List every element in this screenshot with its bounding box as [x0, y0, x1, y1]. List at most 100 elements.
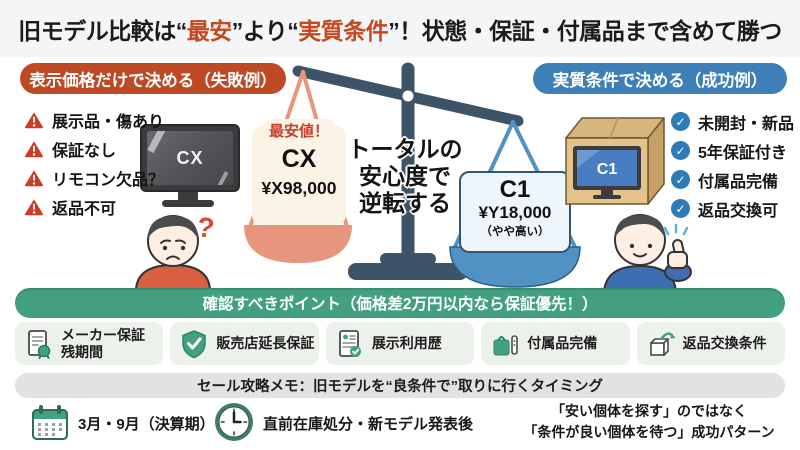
check-label: 返品交換可	[698, 202, 779, 220]
checkpoints-header: 確認すべきポイント（価格差2万円以内なら保証優先！）	[15, 288, 785, 318]
model-name: CX	[281, 145, 317, 173]
list-item: ✓ 5年保証付き	[671, 136, 794, 165]
point-card: 販売店延長保証	[170, 322, 319, 365]
title-text: 旧モデル比較は“	[18, 17, 187, 44]
check-icon: ✓	[671, 141, 690, 160]
person-hair	[615, 215, 665, 238]
success-check-list: ✓ 未開封・新品 ✓ 5年保証付き ✓ 付属品完備 ✓ 返品交換可	[671, 107, 794, 223]
point-card-label: 付属品完備	[527, 335, 597, 351]
label-line: 付属品完備	[527, 335, 598, 352]
check-label: 5年保証付き	[698, 144, 787, 162]
better-conditions-card: C1 ¥Y18,000 （やや高い）	[459, 171, 571, 253]
box-tape	[609, 117, 619, 139]
thumbs-up-icon	[667, 251, 688, 269]
list-item: 返品不可	[24, 192, 164, 221]
right-panel-header: 実質条件で決める（成功例）	[533, 63, 787, 94]
center-message-line: トータルの	[347, 136, 463, 162]
scale-base	[348, 263, 468, 280]
sale-memo-header: セール攻略メモ：旧モデルを“良条件で”取りに行くタイミング	[15, 373, 785, 398]
tv-illustration-cx: CX	[140, 124, 240, 192]
list-item: ✓ 返品交換可	[671, 194, 794, 223]
check-icon: ✓	[671, 199, 690, 218]
sad-person-illustration	[134, 215, 212, 289]
sad-mouth	[166, 255, 180, 260]
warning-label: リモコン欠品？	[52, 171, 165, 189]
left-panel-header: 表示価格だけで決める（失敗例）	[20, 63, 286, 94]
boxed-tv-illustration: C1	[565, 117, 665, 205]
point-card: メーカー保証 残期間	[15, 322, 164, 365]
happy-person-illustration	[602, 214, 692, 292]
tv-model-label: CX	[176, 147, 204, 168]
page-title: 旧モデル比較は“最安”より“実質条件”！状態・保証・付属品まで含めて勝つ	[18, 12, 782, 46]
shield-check-icon	[182, 329, 207, 358]
person-body	[602, 264, 678, 292]
warranty-certificate-icon	[28, 329, 51, 359]
warning-label: 返品不可	[52, 200, 117, 218]
lowest-price-badge: 最安値！	[262, 119, 336, 142]
label-line: メーカー保証	[61, 327, 145, 344]
eye	[162, 245, 168, 251]
note-line: 「条件が良い個体を待つ」成功パターン	[523, 424, 775, 440]
eyebrow	[160, 239, 171, 244]
eye	[180, 245, 186, 251]
check-label: 未開封・新品	[698, 115, 795, 133]
label-line: 返品交換条件	[682, 335, 767, 352]
eyebrow	[175, 239, 186, 244]
screen-glare	[577, 150, 600, 168]
list-item: 展示品・傷あり	[24, 105, 164, 134]
person-body	[134, 263, 212, 289]
warning-label: 保証なし	[52, 142, 117, 160]
list-item: ✓ 付属品完備	[671, 165, 794, 194]
smile-mouth	[633, 253, 647, 258]
accessories-bag-icon	[493, 334, 519, 355]
label-line: 残期間	[61, 343, 103, 360]
warning-label: 展示品・傷あり	[52, 113, 165, 131]
check-icon: ✓	[671, 170, 690, 189]
list-item: ✓ 未開封・新品	[671, 107, 794, 136]
tv-stand-base	[162, 200, 214, 207]
tv-stand	[178, 192, 198, 201]
tv-stand-base	[593, 195, 621, 199]
title-text: ”より“	[231, 17, 299, 44]
scale-foot	[380, 253, 436, 265]
title-text: ”！状態・保証・付属品まで含めて勝つ	[388, 17, 782, 44]
warning-icon	[24, 140, 44, 157]
right-pan	[449, 246, 581, 288]
clock-icon	[215, 403, 253, 441]
price-value: ¥X98,000	[261, 178, 337, 198]
point-card-label: メーカー保証 残期間	[61, 327, 145, 359]
person-hair	[148, 216, 198, 239]
price-note: （やや高い）	[480, 226, 550, 239]
cheapest-price-card: 最安値！ CX ¥X98,000	[252, 119, 346, 225]
eye	[647, 243, 653, 249]
warning-icon	[24, 169, 44, 186]
center-message-line: 安心度で	[359, 163, 451, 190]
scale-pivot	[402, 90, 414, 102]
price-value: ¥Y18,000	[478, 203, 552, 223]
point-card-label: 販売店延長保証	[216, 335, 314, 351]
model-name: C1	[499, 176, 531, 203]
title-bar: 旧モデル比較は“最安”より“実質条件”！状態・保証・付属品まで含めて勝つ	[0, 0, 800, 57]
point-card: 展示利用歴	[325, 322, 475, 365]
point-card: 付属品完備	[481, 322, 630, 365]
tv-stand	[601, 190, 613, 195]
checkpoint-cards: メーカー保証 残期間 販売店延長保証 展示利用歴	[15, 322, 786, 365]
label-line: 展示利用歴	[371, 335, 442, 352]
timing-fiscal-period: 3月・9月（決算期）	[78, 415, 215, 433]
success-pattern-note: 「安い個体を探す」のではなく 「条件が良い個体を待つ」成功パターン	[505, 399, 793, 445]
center-message-line: 逆転する	[359, 190, 451, 217]
note-line: 「安い個体を探す」のではなく	[551, 403, 747, 419]
list-item: リモコン欠品？	[24, 163, 164, 192]
eye	[629, 243, 635, 249]
point-card-label: 返品交換条件	[683, 335, 767, 351]
point-card-label: 展示利用歴	[372, 335, 442, 351]
center-message: トータルの 安心度で 逆転する	[340, 136, 470, 217]
warning-icon	[24, 198, 44, 215]
warning-icon	[24, 111, 44, 128]
title-highlight-conditions: 実質条件	[298, 17, 389, 44]
point-card: 返品交換条件	[636, 322, 786, 365]
display-history-icon	[338, 329, 361, 357]
sparkle-lines	[663, 223, 689, 236]
title-highlight-cheapest: 最安	[186, 17, 233, 44]
